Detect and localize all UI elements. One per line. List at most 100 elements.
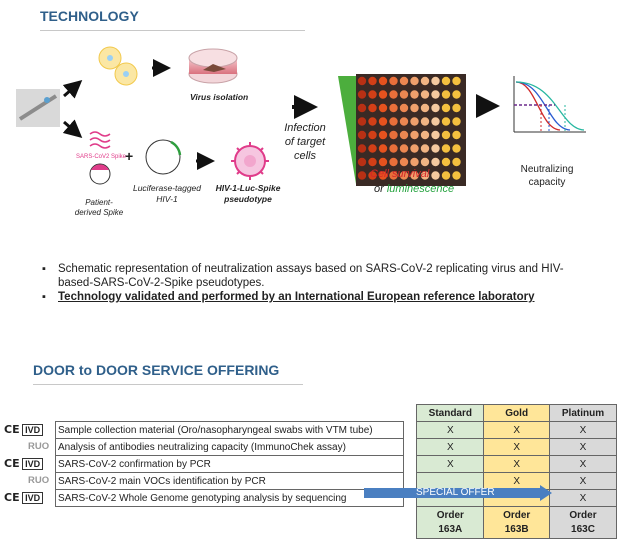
neutralization-diagram [16,46,586,186]
plate-well [452,130,461,140]
row-standard-cell: X [416,421,485,439]
ce-ivd-badge: CE IVD [4,491,44,504]
plate-well [441,171,451,180]
row-standard-cell: X [416,455,485,473]
plate-well [399,90,409,99]
plate-well [378,144,388,153]
luciferase-hiv-label: Luciferase-tagged HIV-1 [132,183,202,205]
plate-well [357,130,367,140]
row-description: Sample collection material (Oro/nasophar… [54,421,405,439]
plate-well [368,117,377,126]
spike-gene-icon [89,131,111,185]
plate-well [431,171,440,180]
plate-well [452,157,461,167]
plate-well [431,90,440,99]
header-gap [404,405,417,422]
table-row: Analysis of antibodies neutralizing capa… [54,438,617,456]
infection-line-3: cells [293,150,316,162]
plate-well [420,144,430,153]
plate-well [410,171,419,180]
plate-well [399,144,409,153]
special-offer-label: SPECIAL OFFER [416,487,495,498]
plate-well [368,103,377,113]
luminescence-label: luminescence [386,183,455,195]
service-table-header: Standard Gold Platinum [56,404,617,422]
ce-mark-icon: CE [4,457,20,470]
plate-well [368,90,377,99]
plate-well [452,171,461,180]
plate-well [431,157,440,167]
luciferase-plasmid-icon [145,139,182,175]
infection-line-2: of target [284,136,326,148]
plate-well [368,76,377,86]
or-label: or [374,183,387,195]
plate-well [452,103,461,113]
plus-sign: + [125,148,134,164]
special-offer-arrow [364,485,552,501]
serum-dilution-wedge [338,76,356,184]
plate-well [452,144,461,153]
technology-bullets: Schematic representation of neutralizati… [40,262,580,304]
plate-well [431,117,440,126]
order-blank [56,507,404,539]
row-gold-cell: X [483,421,550,439]
row-gap [404,456,417,473]
luciferase-line-1: Luciferase-tagged [132,183,202,193]
plate-well [368,157,377,167]
plate-well [441,103,451,113]
plate-well [368,144,377,153]
plate-well [378,157,388,167]
plate-well [357,171,367,180]
ruo-badge: RUO [28,475,50,486]
plate-well [420,171,430,180]
row-description: Analysis of antibodies neutralizing capa… [54,438,405,456]
neutralizing-line-1: Neutralizing [520,164,574,175]
order-gold-code: 163B [504,523,529,535]
row-description: SARS-CoV-2 main VOCs identification by P… [54,472,405,490]
plate-well [357,117,367,126]
plate-well [410,76,419,86]
luciferase-line-2: HIV-1 [156,194,178,204]
microplate-image [356,74,466,186]
plate-well [378,103,388,113]
plate-well [399,117,409,126]
plate-well [378,76,388,86]
plate-well [399,130,409,140]
pseudotype-label: HIV-1-Luc-Spike pseudotype [212,183,284,205]
row-gap [404,422,417,439]
pseudotype-line-1: HIV-1-Luc-Spike [215,183,281,193]
row-description: SARS-CoV-2 Whole Genome genotyping analy… [54,489,405,507]
plate-well [389,171,398,180]
plate-well [389,103,398,113]
plate-well [452,117,461,126]
plate-well [441,130,451,140]
row-description: SARS-CoV-2 confirmation by PCR [54,455,405,473]
technology-heading: TECHNOLOGY [40,8,139,24]
culture-dish-image [188,48,238,84]
plate-well [368,130,377,140]
ce-ivd-badge: CE IVD [4,457,44,470]
row-standard-cell: X [416,438,485,456]
plate-well [389,90,398,99]
plate-well [431,130,440,140]
infection-label: Infection of target cells [282,121,328,163]
row-platinum-cell: X [548,438,617,456]
plate-well [431,103,440,113]
plate-well [452,76,461,86]
pseudotype-line-2: pseudotype [224,194,272,204]
bullet-validated: Technology validated and performed by an… [40,290,580,304]
plate-well [441,144,451,153]
plate-well [441,157,451,167]
column-standard: Standard [416,404,485,422]
row-gap [404,439,417,456]
plate-well [431,76,440,86]
infection-line-1: Infection [284,122,326,134]
service-divider [33,384,303,385]
column-platinum: Platinum [548,404,617,422]
plate-well [389,76,398,86]
plate-well [389,130,398,140]
row-gold-cell: X [483,455,550,473]
plate-well [410,157,419,167]
